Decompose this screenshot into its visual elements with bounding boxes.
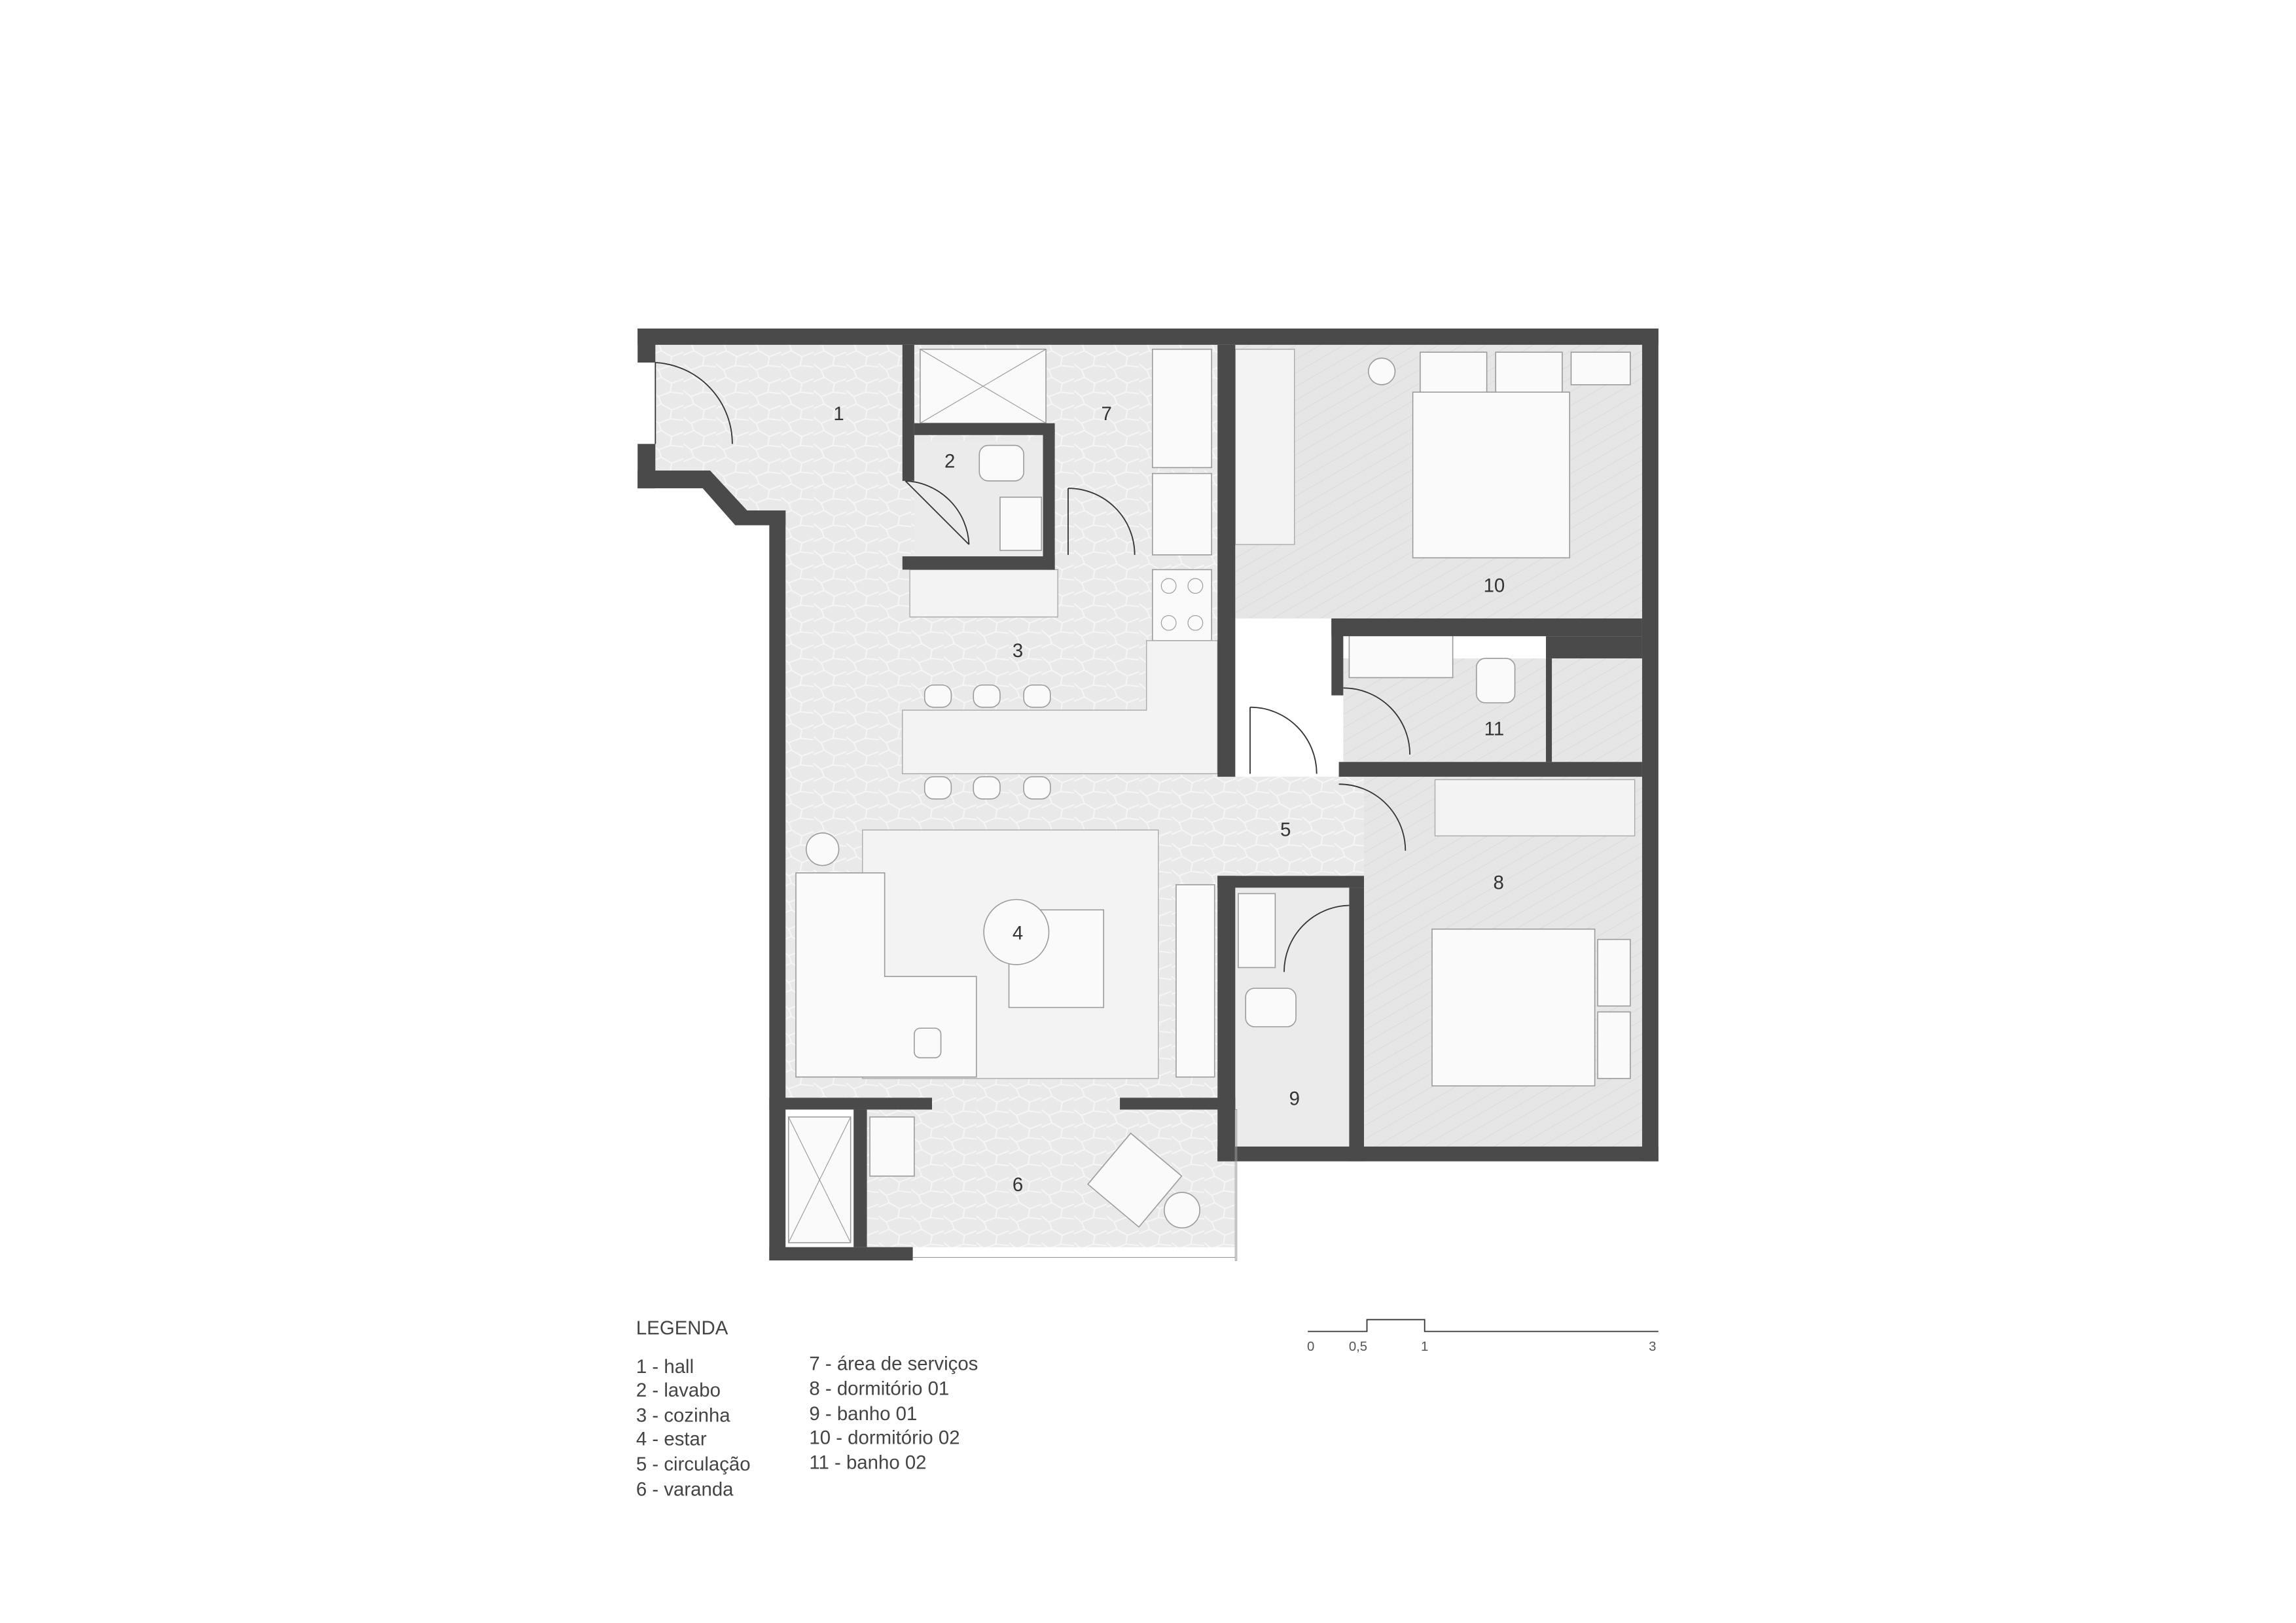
bed-8 — [1431, 928, 1596, 1087]
sink-varanda — [869, 1116, 915, 1177]
toilet-lavabo — [978, 444, 1024, 482]
legend-item: 11 - banho 02 — [809, 1452, 926, 1474]
legend-item: 3 - cozinha — [636, 1404, 730, 1426]
door-lavabo[interactable] — [905, 480, 970, 545]
scale-tick: 3 — [1649, 1340, 1656, 1354]
legend-item: 4 - estar — [636, 1429, 707, 1450]
legend-item: 10 - dormitório 02 — [809, 1427, 960, 1448]
bed-10 — [1412, 391, 1570, 559]
room-label-2: 2 — [944, 450, 955, 472]
scale-tick: 0,5 — [1349, 1340, 1367, 1354]
room-label-4: 4 — [1013, 923, 1023, 944]
closet-10 — [1234, 348, 1295, 545]
sink-lavabo — [999, 496, 1043, 551]
legend-item: 6 - varanda — [636, 1478, 734, 1500]
room-label-3: 3 — [1013, 640, 1023, 662]
room-label-1: 1 — [833, 403, 844, 425]
stove — [1151, 569, 1212, 641]
door-bath-9[interactable] — [1283, 904, 1350, 972]
door-bedroom-10[interactable] — [1249, 706, 1318, 774]
door-bedroom-8[interactable] — [1338, 783, 1407, 851]
legend-item: 8 - dormitório 01 — [809, 1378, 949, 1400]
legend-title: LEGENDA — [636, 1317, 728, 1339]
toilet-11 — [1475, 658, 1516, 704]
closet-8 — [1434, 779, 1636, 836]
room-labels: 1 2 3 4 5 6 7 8 9 10 11 — [833, 403, 1505, 1196]
tv-console — [1175, 884, 1215, 1078]
side-table — [806, 832, 840, 866]
toilet-9 — [1245, 988, 1297, 1027]
room-label-8: 8 — [1494, 872, 1504, 894]
legend-item: 9 - banho 01 — [809, 1403, 917, 1425]
room-label-9: 9 — [1289, 1088, 1300, 1110]
room-label-7: 7 — [1102, 403, 1112, 425]
armchair — [1087, 1132, 1183, 1228]
legend-item: 5 - circulação — [636, 1454, 751, 1475]
round-table — [983, 899, 1050, 965]
room-label-10: 10 — [1484, 575, 1505, 596]
room-label-6: 6 — [1013, 1174, 1023, 1196]
counter-kitchen — [909, 569, 1058, 618]
furniture — [787, 348, 1636, 1243]
door-entry[interactable] — [655, 362, 733, 444]
vanity-9 — [1238, 893, 1276, 969]
scale-bar: 0 0,5 1 3 — [1307, 1319, 1659, 1354]
vanity-11 — [1348, 632, 1454, 679]
door-bath-11[interactable] — [1343, 687, 1410, 755]
floor-bedroom-8-hall — [1331, 776, 1365, 881]
walls — [637, 329, 1659, 1261]
room-label-11: 11 — [1484, 719, 1505, 740]
legend: LEGENDA 1 - hall 2 - lavabo 3 - cozinha … — [636, 1317, 978, 1500]
room-label-5: 5 — [1280, 819, 1291, 840]
legend-item: 1 - hall — [636, 1356, 694, 1378]
appliance — [1151, 473, 1212, 556]
sofa — [795, 872, 977, 1078]
door-service[interactable] — [1067, 488, 1136, 555]
legend-item: 2 - lavabo — [636, 1380, 721, 1401]
doors[interactable] — [655, 362, 1410, 972]
laundry-sink — [1151, 348, 1212, 469]
scale-tick: 0 — [1307, 1340, 1314, 1354]
bar-stools — [924, 684, 1051, 800]
scale-tick: 1 — [1421, 1340, 1428, 1354]
legend-item: 7 - área de serviços — [809, 1353, 978, 1374]
